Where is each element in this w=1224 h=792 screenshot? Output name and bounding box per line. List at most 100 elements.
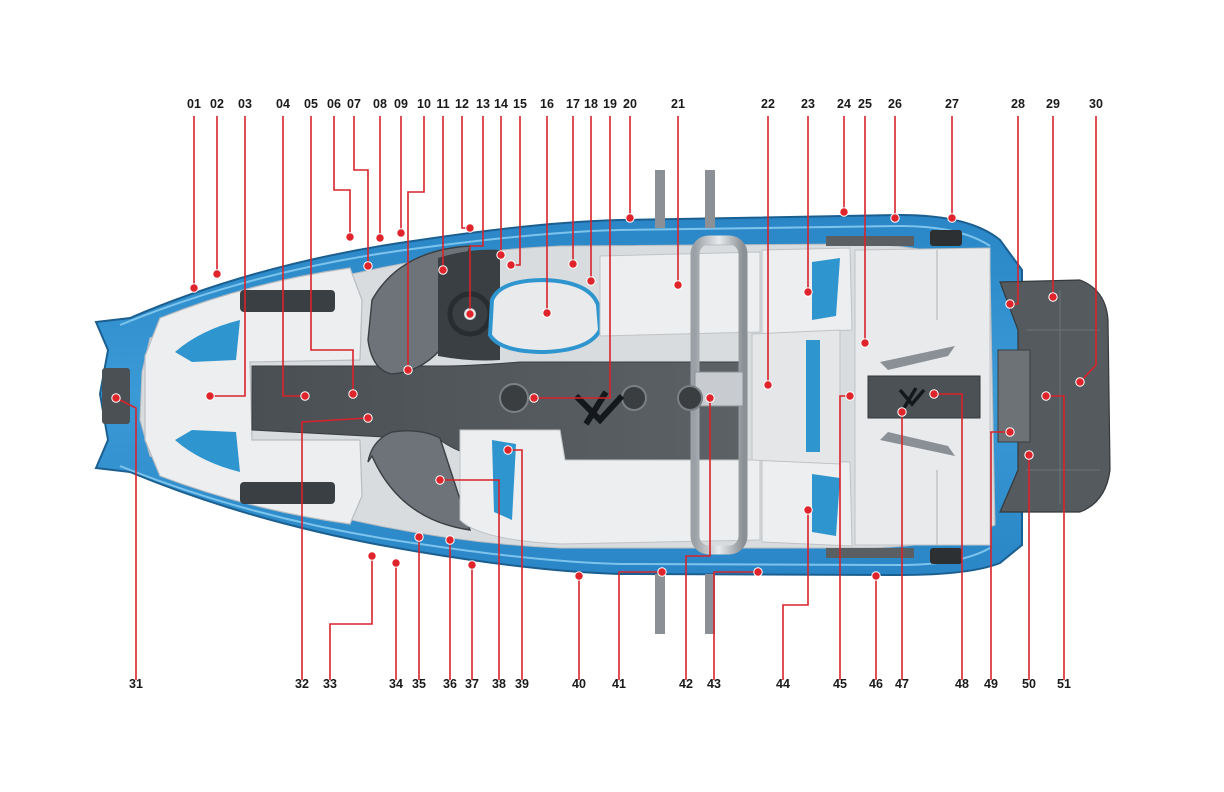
callout-marker-11: [439, 266, 447, 274]
callout-marker-41: [658, 568, 666, 576]
callout-label-29: 29: [1046, 97, 1060, 111]
callout-label-17: 17: [566, 97, 580, 111]
callout-label-48: 48: [955, 677, 969, 691]
callout-marker-14: [497, 251, 505, 259]
callout-marker-13: [466, 310, 474, 318]
callout-label-12: 12: [455, 97, 469, 111]
callout-label-25: 25: [858, 97, 872, 111]
callout-marker-46: [872, 572, 880, 580]
callout-label-27: 27: [945, 97, 959, 111]
port-side-lounge: [600, 252, 760, 336]
callout-label-16: 16: [540, 97, 554, 111]
vent-upper: [930, 230, 962, 246]
callout-leader-43: [714, 572, 758, 680]
callout-marker-31: [112, 394, 120, 402]
callout-marker-45: [846, 392, 854, 400]
rear-bench-lower: [762, 460, 852, 546]
floor-drain-2: [622, 386, 646, 410]
callout-marker-30: [1076, 378, 1084, 386]
vent-lower: [930, 548, 962, 564]
callout-label-38: 38: [492, 677, 506, 691]
callout-marker-49: [1006, 428, 1014, 436]
callout-marker-38: [436, 476, 444, 484]
callout-marker-06: [346, 233, 354, 241]
callout-label-14: 14: [494, 97, 508, 111]
floor-drain-1: [500, 384, 528, 412]
callout-marker-17: [569, 260, 577, 268]
callout-label-44: 44: [776, 677, 790, 691]
bow-side-panel-bottom: [240, 482, 335, 504]
callout-leader-12: [462, 116, 470, 228]
callout-label-41: 41: [612, 677, 626, 691]
callout-marker-07: [364, 262, 372, 270]
callout-label-28: 28: [1011, 97, 1025, 111]
callout-marker-04: [301, 392, 309, 400]
transom-step: [998, 350, 1030, 442]
callout-marker-23: [804, 288, 812, 296]
callout-marker-08: [376, 234, 384, 242]
callout-label-06: 06: [327, 97, 341, 111]
callout-label-05: 05: [304, 97, 318, 111]
callout-label-43: 43: [707, 677, 721, 691]
callout-label-22: 22: [761, 97, 775, 111]
callout-label-33: 33: [323, 677, 337, 691]
callout-label-11: 11: [436, 97, 449, 111]
callout-label-46: 46: [869, 677, 883, 691]
callout-marker-05: [349, 390, 357, 398]
callout-marker-47: [898, 408, 906, 416]
aft-storage-mat: [868, 376, 980, 418]
callout-marker-16: [543, 309, 551, 317]
callout-marker-42: [706, 394, 714, 402]
callout-leader-07: [354, 116, 368, 266]
callout-label-19: 19: [603, 97, 617, 111]
callout-marker-39: [504, 446, 512, 454]
callout-label-30: 30: [1089, 97, 1103, 111]
callout-leader-06: [334, 116, 350, 237]
callout-marker-26: [891, 214, 899, 222]
callout-marker-09: [397, 229, 405, 237]
callout-label-39: 39: [515, 677, 529, 691]
callout-label-07: 07: [347, 97, 361, 111]
callout-marker-20: [626, 214, 634, 222]
callout-label-13: 13: [476, 97, 490, 111]
callout-marker-33: [368, 552, 376, 560]
callout-marker-44: [804, 506, 812, 514]
callout-label-02: 02: [210, 97, 224, 111]
callout-label-31: 31: [129, 677, 143, 691]
callout-marker-15: [507, 261, 515, 269]
callout-marker-35: [415, 533, 423, 541]
callout-label-10: 10: [417, 97, 431, 111]
callout-marker-48: [930, 390, 938, 398]
callout-marker-40: [575, 572, 583, 580]
callout-label-20: 20: [623, 97, 637, 111]
callout-label-40: 40: [572, 677, 586, 691]
callout-marker-34: [392, 559, 400, 567]
callout-label-36: 36: [443, 677, 457, 691]
callout-label-37: 37: [465, 677, 479, 691]
transom-back-seat: [752, 330, 840, 464]
callout-marker-02: [213, 270, 221, 278]
callout-label-45: 45: [833, 677, 847, 691]
callout-label-47: 47: [895, 677, 909, 691]
callout-marker-43: [754, 568, 762, 576]
callout-label-04: 04: [276, 97, 290, 111]
callout-label-15: 15: [513, 97, 527, 111]
callout-marker-10: [404, 366, 412, 374]
callout-label-01: 01: [187, 97, 201, 111]
callout-label-32: 32: [295, 677, 309, 691]
callout-leader-33: [330, 556, 372, 680]
callout-label-18: 18: [584, 97, 598, 111]
callout-label-09: 09: [394, 97, 408, 111]
callout-marker-37: [468, 561, 476, 569]
callout-marker-24: [840, 208, 848, 216]
callout-label-49: 49: [984, 677, 998, 691]
callout-marker-36: [446, 536, 454, 544]
callout-label-51: 51: [1057, 677, 1071, 691]
rear-bench-accent-upper: [812, 258, 840, 320]
callout-label-42: 42: [679, 677, 693, 691]
callout-marker-50: [1025, 451, 1033, 459]
boat-illustration: [96, 170, 1110, 634]
side-grille-upper: [826, 236, 914, 246]
callout-label-26: 26: [888, 97, 902, 111]
